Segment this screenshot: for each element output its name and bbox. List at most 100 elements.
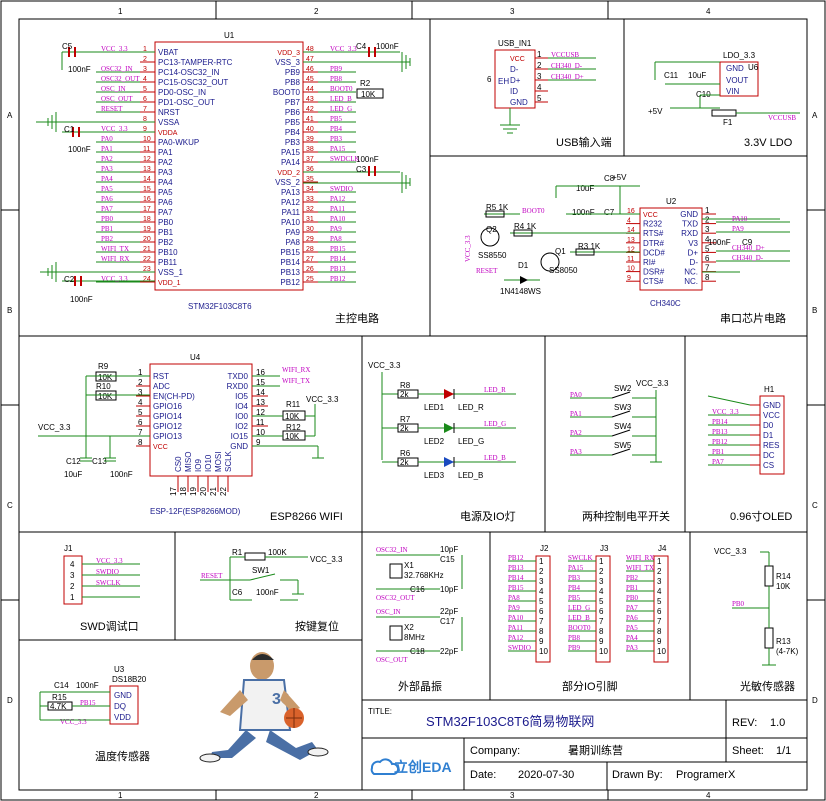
led-resistor-value: 2k (400, 424, 409, 433)
usb-net-label: CH340_D- (551, 62, 583, 70)
mcu-right-pin-num: 36 (306, 166, 314, 173)
switch-ref: SW2 (614, 384, 632, 393)
mcu-left-pin-num: 13 (143, 166, 151, 173)
mcu-left-net-label: PA1 (101, 145, 113, 153)
mcu-left-pin-num: 3 (143, 66, 147, 73)
mcu-left-net-label: OSC32_IN (101, 65, 133, 73)
ch340-right-pin-name: RXD (681, 229, 698, 238)
row-label-a: A (7, 111, 13, 120)
mcu-left-pin-name: VSSA (158, 118, 180, 127)
rev-value: 1.0 (770, 717, 785, 729)
header-net-label: PA5 (626, 624, 638, 632)
ch340-left-pin-name: VCC (643, 212, 658, 219)
ch340-c7: C7 (604, 208, 615, 217)
light-vcc: VCC_3.3 (714, 547, 747, 556)
row-label-a-right: A (812, 111, 818, 120)
ch340-right-pin-num: 4 (705, 235, 710, 244)
temp-pin-vdd: VDD (114, 713, 131, 722)
switch-net-label: PA2 (570, 429, 582, 437)
ldo-c11-value: 10uF (688, 71, 706, 80)
ch340-r3: R3 1K (578, 242, 601, 251)
header-net-label: PA7 (626, 604, 638, 612)
esp-left-pin-name: EN(CH-PD) (153, 392, 195, 401)
switch-lever (611, 391, 631, 399)
header-pin-num: 2 (599, 567, 604, 576)
mcu-right-pin-name: VSS_2 (275, 178, 300, 187)
mcu-left-net-label: PA3 (101, 165, 113, 173)
mcu-left-pin-name: PA7 (158, 208, 173, 217)
ldo-pin-gnd: GND (726, 64, 744, 73)
ch340-wiring (480, 185, 780, 284)
ch340-net-label: PA9 (732, 225, 744, 233)
mcu-right-pin-num: 48 (306, 46, 314, 53)
ch340-right-pin-name: NC. (684, 268, 698, 277)
mcu-left-pin-name: PA5 (158, 188, 173, 197)
header-pin-num: 8 (657, 627, 662, 636)
header-net-label: PB2 (626, 574, 639, 582)
col-label-1: 1 (118, 7, 123, 16)
mcu-left-pin-num: 7 (143, 106, 147, 113)
esp-bottom-pin-name: MISO (184, 452, 193, 472)
temp-r15: R15 (52, 693, 67, 702)
swd-net-label: SWCLK (96, 579, 121, 587)
usb-pin-num: 3 (537, 72, 542, 81)
header-pin-num: 4 (657, 587, 662, 596)
header-net-label: PA11 (508, 624, 524, 632)
esp-wiring (38, 375, 324, 462)
header-net-label: SWDIO (508, 644, 531, 652)
cap-c2-value: 100nF (70, 295, 93, 304)
esp-left-pin-num: 2 (138, 378, 143, 387)
mcu-left-pin-num: 18 (143, 216, 151, 223)
ldo-f1: F1 (723, 118, 733, 127)
esp-left-pin-num: 7 (138, 428, 143, 437)
usb-net-label: VCCUSB (551, 51, 579, 59)
ch340-plus5: +5V (612, 173, 627, 182)
header-net-label: BOOT0 (568, 624, 591, 632)
led-ref: LED2 (424, 437, 445, 446)
oled-ref: H1 (764, 385, 775, 394)
mcu-left-pin-num: 8 (143, 116, 147, 123)
light-r13: R13 (776, 637, 791, 646)
res-r2-value: 10K (361, 90, 376, 99)
usb-pin-name: D- (510, 65, 519, 74)
mcu-left-pin-name: PA0-WKUP (158, 138, 199, 147)
mcu-left-net-label: PA2 (101, 155, 113, 163)
light-r13-value: (4-7K) (776, 647, 799, 656)
led-name: LED_B (458, 471, 483, 480)
mcu-left-pin-name: PC14-OSC32_IN (158, 68, 220, 77)
header-net-label: PA15 (568, 564, 584, 572)
header-net-label: SWCLK (568, 554, 593, 562)
esp-right-pin-name: IO15 (231, 432, 249, 441)
company-label: Company: (470, 745, 520, 757)
row-label-d-right: D (812, 696, 818, 705)
reset-r1-value: 100K (268, 548, 287, 557)
esp-r10: R10 (96, 382, 111, 391)
sheet-value: 1/1 (776, 745, 791, 757)
esp-left-pin-name: GPIO12 (153, 422, 182, 431)
header-net-label: PB14 (508, 574, 524, 582)
esp-right-pin-num: 13 (256, 398, 265, 407)
mcu-right-net-label: PA15 (330, 145, 346, 153)
section-label-switch: 两种控制电平开关 (582, 509, 670, 523)
header-pin-num: 8 (539, 627, 544, 636)
oled-net-label: PB13 (712, 428, 728, 436)
crystal-cap-a-ref: C17 (440, 617, 455, 626)
ldo-ref: LDO_3.3 (723, 51, 756, 60)
temp-vcc: VCC_3.3 (60, 718, 87, 726)
mcu-right-pin-num: 42 (306, 106, 314, 113)
esp-left-pin-name: ADC (153, 382, 170, 391)
cap-c1-value: 100nF (68, 145, 91, 154)
mcu-left-pin-num: 23 (143, 266, 151, 273)
mcu-left-pin-num: 1 (143, 46, 147, 53)
mcu-left-net-label: PB2 (101, 235, 114, 243)
mcu-right-pin-num: 28 (306, 246, 314, 253)
esp-bottom-pin-num: 22 (219, 487, 228, 496)
ch340-net-label: CH340_D+ (732, 244, 765, 252)
section-label-main: 主控电路 (335, 311, 379, 325)
crystal-out-label: OSC32_OUT (376, 594, 415, 602)
reset-c6-value: 100nF (256, 588, 279, 597)
crystal-out-label: OSC_OUT (376, 656, 408, 664)
logo-text: 立创EDA (394, 759, 452, 775)
mcu-left-pin-name: PD0-OSC_IN (158, 88, 206, 97)
